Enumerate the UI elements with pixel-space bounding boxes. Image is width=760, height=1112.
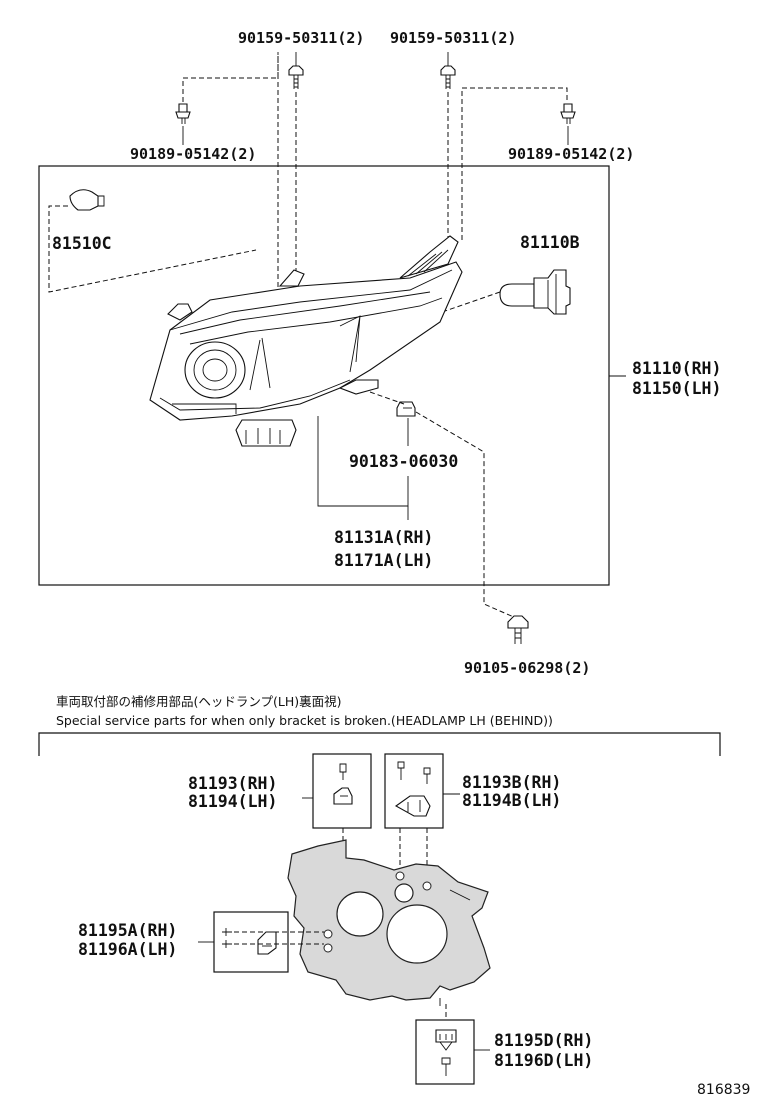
label-kit3-rh[interactable]: 81195A(RH) xyxy=(78,921,177,940)
bulb-main-icon xyxy=(499,269,571,315)
bracket-kit-icon-2 xyxy=(394,761,431,817)
bracket-kit-icon-4 xyxy=(435,1029,457,1076)
note-english: Special service parts for when only brac… xyxy=(56,713,553,728)
label-kit4-lh[interactable]: 81196D(LH) xyxy=(494,1051,593,1070)
note-japanese: 車両取付部の補修用部品(ヘッドランプ(LH)裏面視) xyxy=(56,694,342,709)
label-kit2-lh[interactable]: 81194B(LH) xyxy=(462,791,561,810)
kit-box-81193 xyxy=(312,753,372,829)
label-bulb-main[interactable]: 81110B xyxy=(520,233,580,252)
label-assembly-lh[interactable]: 81150(LH) xyxy=(632,379,721,398)
nut-icon xyxy=(396,401,416,417)
bolt-icon-left xyxy=(288,65,304,89)
label-kit2-rh[interactable]: 81193B(RH) xyxy=(462,773,561,792)
label-bolt-right[interactable]: 90159-50311(2) xyxy=(390,29,516,47)
kit-box-81193b xyxy=(384,753,444,829)
headlamp-assembly-drawing xyxy=(149,235,463,447)
assembly-frame xyxy=(38,165,610,586)
label-bulb-small[interactable]: 81510C xyxy=(52,234,112,253)
headlamp-back-view xyxy=(287,839,491,1006)
bolt-icon-right xyxy=(440,65,456,89)
label-clip-right[interactable]: 90189-05142(2) xyxy=(508,145,634,163)
label-assembly-rh[interactable]: 81110(RH) xyxy=(632,359,721,378)
label-kit3-lh[interactable]: 81196A(LH) xyxy=(78,940,177,959)
label-clip-left[interactable]: 90189-05142(2) xyxy=(130,145,256,163)
kit-box-81195d xyxy=(415,1019,475,1085)
kit-box-81195a xyxy=(213,911,289,973)
clip-icon-left xyxy=(175,103,191,124)
bracket-kit-icon-1 xyxy=(333,763,353,805)
label-bolt-left[interactable]: 90159-50311(2) xyxy=(238,29,364,47)
figure-number: 816839 xyxy=(697,1082,750,1098)
clip-icon-right xyxy=(560,103,576,124)
label-kit1-rh[interactable]: 81193(RH) xyxy=(188,774,277,793)
label-bracket-lh[interactable]: 81171A(LH) xyxy=(334,551,433,570)
label-kit1-lh[interactable]: 81194(LH) xyxy=(188,792,277,811)
label-bracket-rh[interactable]: 81131A(RH) xyxy=(334,528,433,547)
screw-icon xyxy=(507,615,529,644)
label-kit4-rh[interactable]: 81195D(RH) xyxy=(494,1031,593,1050)
label-screw[interactable]: 90105-06298(2) xyxy=(464,659,590,677)
bulb-small-icon xyxy=(69,189,105,211)
label-nut[interactable]: 90183-06030 xyxy=(349,452,458,471)
